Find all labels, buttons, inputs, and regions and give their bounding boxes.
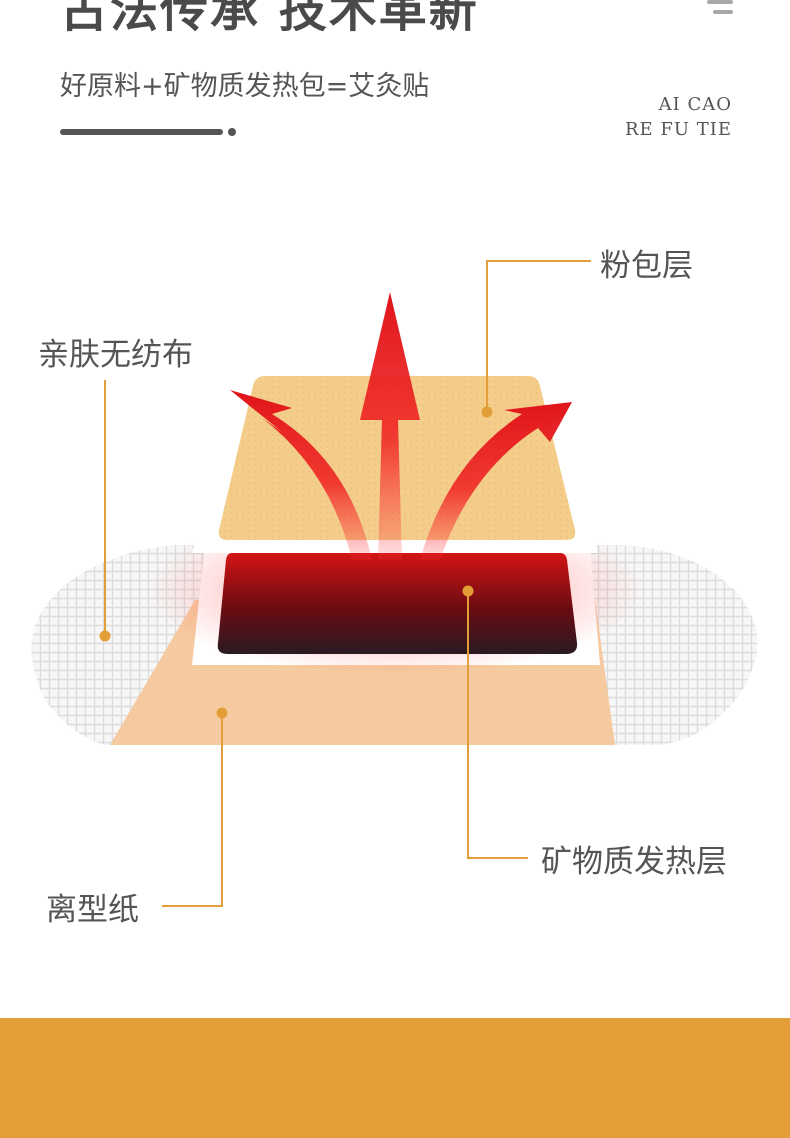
leader-dots — [99, 406, 493, 719]
label-powder-layer: 粉包层 — [600, 248, 693, 284]
menu-icon-bar — [713, 10, 733, 14]
menu-icon[interactable] — [707, 0, 733, 18]
heat-arrow-right — [420, 402, 572, 560]
accent-dot — [228, 128, 236, 136]
heat-arrow-left — [230, 390, 372, 560]
label-skin-nonwoven: 亲肤无纺布 — [38, 337, 193, 373]
heat-arrows — [230, 292, 572, 560]
product-layers-diagram — [31, 260, 758, 907]
accent-bar — [60, 129, 223, 135]
leader-dot-powder-layer — [481, 406, 493, 418]
leader-dot-mineral-heat-layer — [462, 585, 474, 597]
label-mineral-heat-layer: 矿物质发热层 — [541, 844, 727, 880]
leader-dot-skin-nonwoven — [99, 630, 111, 642]
brand-en-line1: AI CAO — [658, 94, 732, 115]
leader-dot-release-paper — [216, 707, 228, 719]
brand-en-line2: RE FU TIE — [624, 119, 732, 140]
mineral-heat-core — [217, 553, 578, 654]
leader-mineral-heat-layer — [467, 591, 528, 859]
brand-en: AI CAO RE FU TIE — [625, 92, 732, 142]
footer-band — [0, 1018, 790, 1138]
headline: 古法传承 技术革新 — [60, 0, 479, 38]
label-release-paper: 离型纸 — [46, 892, 139, 928]
leader-release-paper — [162, 713, 223, 907]
heat-arrow-center — [360, 292, 420, 560]
leader-lines — [104, 260, 591, 907]
subtitle: 好原料+矿物质发热包=艾灸贴 — [60, 71, 430, 102]
leader-powder-layer — [486, 260, 591, 412]
menu-icon-bar — [707, 0, 733, 4]
